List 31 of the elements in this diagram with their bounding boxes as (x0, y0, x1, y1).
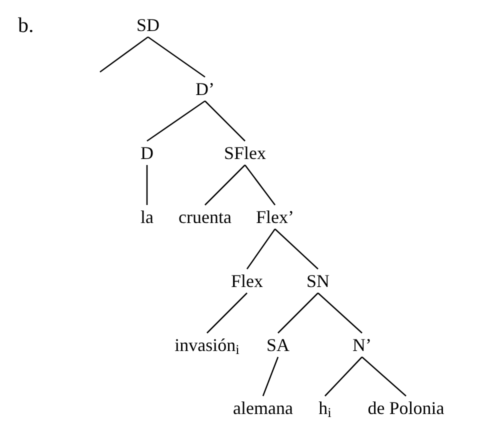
tree-branch (100, 36, 148, 73)
tree-branch (206, 292, 248, 334)
tree-node-label: cruenta (178, 206, 232, 228)
tree-node-label: D’ (196, 78, 214, 100)
tree-node-label: h$_{i}$ (318, 397, 332, 419)
tree-branch (246, 228, 276, 270)
tree-node-label: de Polonia (368, 397, 444, 419)
tree-branch (274, 228, 318, 270)
tree-node-label: Flex (231, 270, 263, 292)
tree-node-label: alemana (233, 397, 293, 419)
tree-branch (278, 292, 318, 334)
tree-node-label: SA (266, 334, 290, 356)
tree-node-label: N’ (352, 334, 372, 356)
tree-branch (148, 36, 206, 78)
tree-branch (146, 165, 148, 205)
tree-node-label: Flex’ (256, 206, 294, 228)
tree-node-label: D (140, 142, 154, 164)
tree-branch (204, 100, 246, 142)
tree-node-label: SFlex (224, 142, 266, 164)
example-label: b. (18, 12, 34, 38)
tree-branch (204, 164, 246, 206)
tree-branch (362, 356, 406, 396)
tree-branch (146, 100, 206, 142)
tree-node-label: invasión$_{i}$ (174, 334, 240, 356)
tree-branch (244, 164, 276, 206)
tree-node-label: SD (136, 14, 160, 36)
tree-branch (318, 292, 362, 334)
tree-branch (262, 356, 279, 396)
tree-node-label: la (140, 206, 154, 228)
tree-branch (324, 356, 362, 396)
tree-node-label: SN (306, 270, 330, 292)
